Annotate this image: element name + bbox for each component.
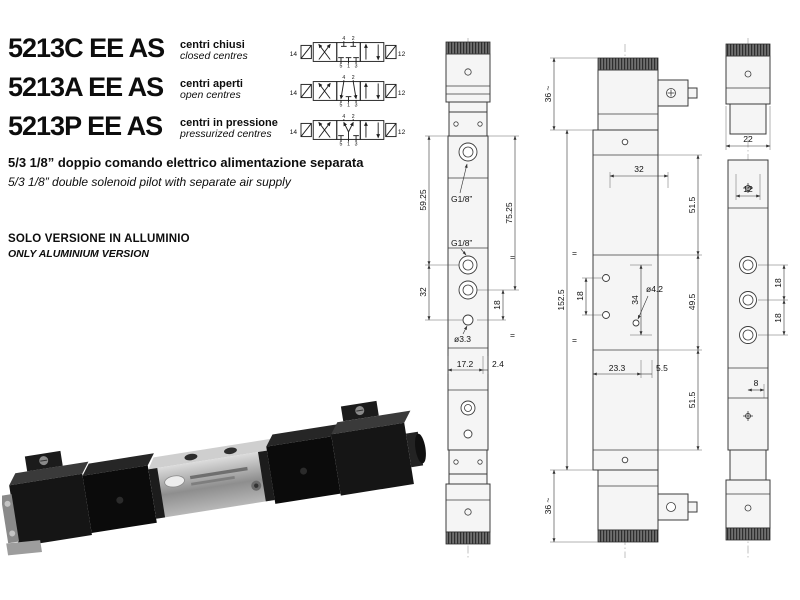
dim-label: 34 bbox=[630, 295, 640, 305]
product-row: 5213C EE AS centri chiusi closed centres… bbox=[8, 34, 420, 73]
connector-block-left bbox=[9, 473, 92, 547]
product-code: 5213P EE AS bbox=[8, 111, 163, 141]
product-descriptions: centri aperti open centres bbox=[180, 73, 288, 102]
product-row: 5213A EE AS centri aperti open centres 1… bbox=[8, 73, 420, 112]
port-number: 3 bbox=[355, 142, 358, 146]
port-number: 2 bbox=[352, 36, 355, 42]
description-italian: centri chiusi bbox=[180, 39, 245, 51]
eq-mark: = bbox=[510, 330, 515, 340]
eq-mark: = bbox=[572, 248, 577, 258]
valve-outline bbox=[592, 57, 698, 543]
valve-symbol-pressurized-centres: 14 bbox=[290, 114, 406, 146]
description-english: pressurized centres bbox=[180, 128, 272, 141]
eq-mark: = bbox=[510, 252, 515, 262]
dim-label: 18 bbox=[773, 278, 783, 288]
valve-symbol-closed-centres: 14 bbox=[290, 36, 406, 68]
product-row: 5213P EE AS centri in pressione pressuri… bbox=[8, 112, 420, 151]
port-number: 2 bbox=[352, 114, 355, 120]
valve-symbol-open-centres: 14 12 4 bbox=[290, 75, 406, 107]
dim-label: 12 bbox=[743, 184, 753, 194]
material-note: SOLO VERSIONE IN ALLUMINIO ONLY ALUMINIU… bbox=[8, 233, 190, 260]
dim-label: 36 ~ bbox=[543, 498, 553, 515]
series-subtitle: 5/3 1/8” doppio comando elettrico alimen… bbox=[8, 155, 420, 189]
engraved-marking bbox=[190, 475, 235, 486]
description-english: open centres bbox=[180, 89, 241, 102]
valve-assembly-photo bbox=[2, 400, 426, 556]
pilot-label: 12 bbox=[398, 90, 406, 97]
pilot-label: 12 bbox=[398, 129, 406, 136]
port-label: G1/8” bbox=[451, 194, 472, 204]
dim-label: 32 bbox=[634, 164, 644, 174]
dimension-drawing-back-view: 22 12 18 18 8 bbox=[725, 38, 788, 558]
engraved-marking bbox=[189, 466, 248, 480]
port-label: G1/8” bbox=[451, 238, 472, 248]
subtitle-italian: 5/3 1/8” doppio comando elettrico alimen… bbox=[8, 155, 364, 170]
dim-label: 22 bbox=[743, 134, 753, 144]
dim-label: 2.4 bbox=[492, 359, 504, 369]
brand-logo bbox=[164, 475, 185, 488]
port-number: 4 bbox=[342, 75, 345, 81]
port-number: 3 bbox=[355, 64, 358, 68]
pilot-label: 14 bbox=[290, 129, 298, 136]
product-code: 5213C EE AS bbox=[8, 33, 165, 63]
description-italian: centri aperti bbox=[180, 78, 243, 90]
dim-label: 18 bbox=[773, 313, 783, 323]
dim-label: 75.25 bbox=[504, 202, 514, 224]
pilot-label: 14 bbox=[290, 90, 298, 97]
port-number: 2 bbox=[352, 75, 355, 81]
valve-outline bbox=[725, 43, 771, 541]
subtitle-english: 5/3 1/8” double solenoid pilot with sepa… bbox=[8, 175, 291, 189]
dimension-annotations: 22 12 18 18 8 bbox=[725, 106, 788, 398]
eq-mark: = bbox=[572, 335, 577, 345]
pilot-label: 14 bbox=[290, 51, 298, 58]
mounting-bracket bbox=[6, 540, 42, 556]
connector-block-right bbox=[331, 422, 414, 496]
dim-label: 8 bbox=[754, 378, 759, 388]
dim-label: 36 ~ bbox=[543, 86, 553, 103]
port-number: 5 bbox=[340, 64, 343, 68]
dimension-annotations: 36 ~ 36 ~ 152.5 18 = = 51.5 49.5 51.5 bbox=[543, 57, 702, 543]
valve-schematic bbox=[300, 80, 397, 103]
hole-label: ø3.3 bbox=[454, 334, 471, 344]
dimension-drawing-side-view: 36 ~ 36 ~ 152.5 18 = = 51.5 49.5 51.5 bbox=[543, 44, 702, 558]
pilot-label: 12 bbox=[398, 51, 406, 58]
dim-label: 18 bbox=[492, 300, 502, 310]
dim-label: 23.3 bbox=[609, 363, 626, 373]
port-number: 1 bbox=[347, 64, 350, 68]
product-code: 5213A EE AS bbox=[8, 72, 164, 102]
dim-label: 51.5 bbox=[687, 391, 697, 408]
dim-label: 18 bbox=[575, 291, 585, 301]
hole-label: ø4.2 bbox=[646, 284, 663, 294]
port-number: 1 bbox=[347, 142, 350, 146]
dim-label: 49.5 bbox=[687, 293, 697, 310]
port-number: 4 bbox=[342, 36, 345, 42]
dim-label: 17.2 bbox=[457, 359, 474, 369]
port-number: 3 bbox=[355, 103, 358, 107]
port-number: 5 bbox=[340, 142, 343, 146]
port-number: 4 bbox=[342, 114, 345, 120]
description-english: closed centres bbox=[180, 50, 248, 63]
dim-label: 5.5 bbox=[656, 363, 668, 373]
port-hole bbox=[184, 453, 198, 461]
dim-label: 152.5 bbox=[556, 289, 566, 311]
dimension-drawing-front-view: 59.25 32 75.25 18 = = G1/8” G1/8” ø3.3 1… bbox=[418, 38, 519, 558]
dim-label: 59.25 bbox=[418, 189, 428, 211]
dimension-annotations: 59.25 32 75.25 18 = = G1/8” G1/8” ø3.3 1… bbox=[418, 135, 519, 374]
port-number: 1 bbox=[347, 103, 350, 107]
description-italian: centri in pressione bbox=[180, 117, 278, 129]
valve-schematic bbox=[300, 119, 397, 142]
product-photo bbox=[2, 400, 426, 556]
note-italian: SOLO VERSIONE IN ALLUMINIO bbox=[8, 233, 190, 245]
valve-outline bbox=[445, 41, 491, 545]
valve-schematic bbox=[300, 41, 397, 64]
port-hole bbox=[224, 447, 237, 455]
product-list: 5213C EE AS centri chiusi closed centres… bbox=[8, 34, 420, 151]
dim-label: 51.5 bbox=[687, 196, 697, 213]
dim-label: 32 bbox=[418, 287, 428, 297]
note-english: ONLY ALUMINIUM VERSION bbox=[8, 248, 149, 260]
product-descriptions: centri in pressione pressurized centres bbox=[180, 112, 288, 141]
product-descriptions: centri chiusi closed centres bbox=[180, 34, 288, 63]
port-number: 5 bbox=[340, 103, 343, 107]
